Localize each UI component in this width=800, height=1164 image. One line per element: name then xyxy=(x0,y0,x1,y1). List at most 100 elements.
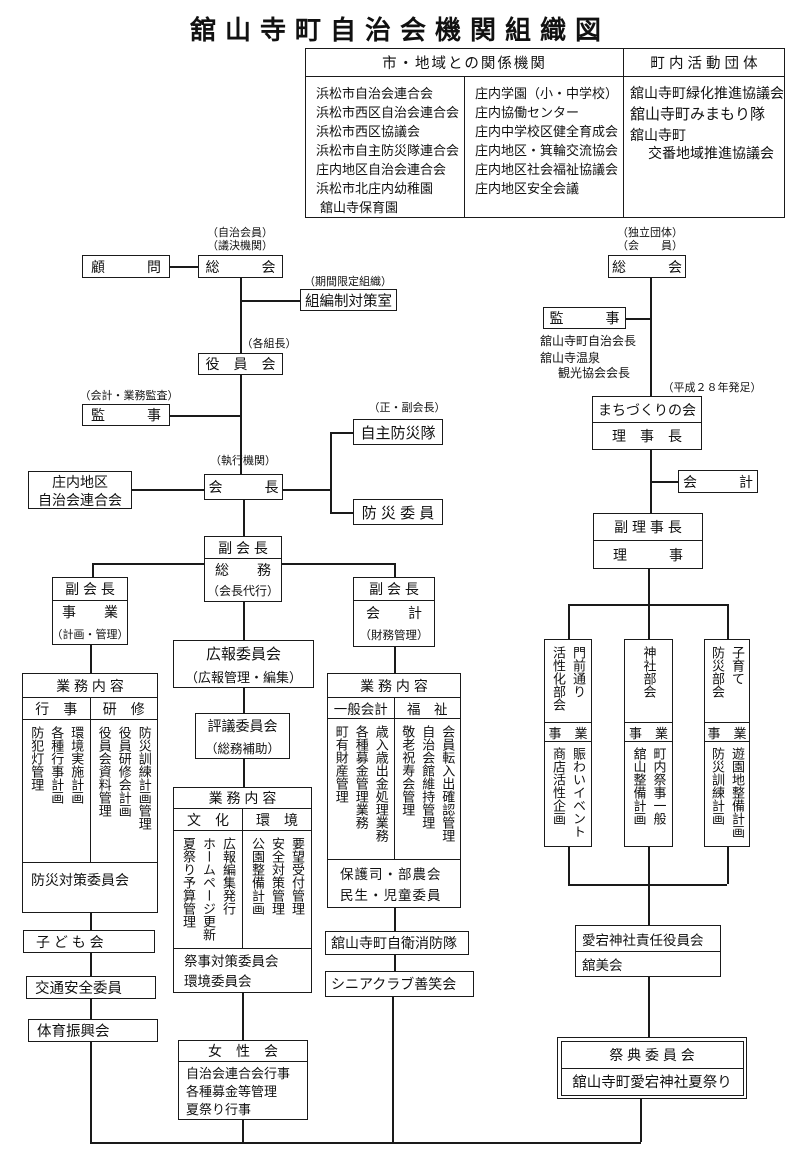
joseikai-header: 女 性 会 xyxy=(179,1041,307,1062)
col-header-gyoji: 行 事 xyxy=(23,698,91,719)
connector-line xyxy=(648,847,650,884)
connector-line xyxy=(242,1120,244,1142)
list-item: 庄内地区・箕輪交流協会 xyxy=(475,143,619,158)
bukai-header: 子育て 防災部会 xyxy=(705,640,749,723)
list-item: 交番地域推進協議会 xyxy=(648,145,774,161)
joseikai-items: 自治会連合会行事 各種募金等管理 夏祭り行事 xyxy=(186,1066,291,1117)
col-header-bunka: 文 化 xyxy=(174,809,243,830)
connector-line xyxy=(283,489,330,491)
connector-line xyxy=(648,569,650,604)
connector-line xyxy=(240,375,242,475)
col-header-fukushi: 福 祉 xyxy=(407,702,448,717)
gyomu-header: 業 務 内 容 xyxy=(23,674,157,698)
list-item: 庄内地区自治会連合会 xyxy=(316,162,447,177)
box-bukai-jinja: 神社部会 事 業 町内祭事一般 舘山整備計画 xyxy=(624,639,673,847)
relations-col3: 舘山寺町緑化推進協議会 舘山寺町みまもり隊 舘山寺町 交番地域推進協議会 xyxy=(624,77,784,217)
connector-line xyxy=(394,647,396,673)
list-item: 浜松市自主防災隊連合会 xyxy=(316,143,460,158)
box-fukukaicho-somu: 副 会 長 総 務 （会長代行） xyxy=(204,536,282,602)
connector-line xyxy=(392,997,394,1142)
list-item: 浜松市北庄内幼稚園 xyxy=(316,181,434,196)
box-fukukaicho-jigyo: 副 会 長 事 業 （計画・管理） xyxy=(52,577,129,645)
list-item: 庄内中学校区健全育成会 xyxy=(475,124,619,139)
list-item: 浜松市自治会連合会 xyxy=(316,86,434,101)
bosaitai-note: （正・副会長） xyxy=(368,402,446,414)
box-atago-yakuin: 愛宕神社責任役員会 舘美会 xyxy=(575,925,721,977)
relations-table-body: 浜松市自治会連合会 浜松市西区自治会連合会 浜松市西区協議会 浜松市自主防災隊連… xyxy=(306,77,784,217)
sokai-note: （自治会員） （議決機関） xyxy=(207,227,273,252)
box-machizukuri: まちづくりの会 理 事 長 xyxy=(592,396,702,450)
box-taiiku-shinkokai: 体育振興会 xyxy=(28,1019,158,1042)
connector-line xyxy=(650,278,652,397)
relations-table-header: 市・地域との関係機関 町 内 活 動 団 体 xyxy=(306,49,784,77)
page-title: 舘山寺町自治会機関組織図 xyxy=(189,15,610,45)
connector-line xyxy=(330,512,353,514)
saiten-body: 舘山寺町愛宕神社夏祭り xyxy=(572,1075,732,1091)
list-item: 舘山寺町緑化推進協議会 xyxy=(630,85,784,101)
list-item: 庄内地区安全会議 xyxy=(475,181,580,196)
box-shonai-rengokai: 庄内地区 自治会連合会 xyxy=(28,471,132,509)
bukai-header: 門前通り 活性化部会 xyxy=(545,640,591,723)
connector-line xyxy=(90,1042,92,1142)
kumihensei-note: （期間限定組織） xyxy=(304,276,392,288)
machizukuri-note: （平成２８年発足） xyxy=(662,382,762,394)
connector-line xyxy=(240,278,242,354)
relations-col2: 庄内学園（小・中学校） 庄内協働センター 庄内中学校区健全育成会 庄内地区・箕輪… xyxy=(465,77,624,217)
connector-line xyxy=(90,645,92,673)
box-gyomu-mid: 業 務 内 容 文 化 環 境 広報編集発行 ホームページ更新 夏祭り予算管理 … xyxy=(173,787,312,993)
jigyo-label: 事 業 xyxy=(545,723,591,742)
list-item: 浜松市西区自治会連合会 xyxy=(316,105,460,120)
gyoji-items: 環境実施計画 各種行事計画 防犯灯管理 xyxy=(23,720,91,862)
connector-line xyxy=(568,884,727,886)
header-town-groups: 町 内 活 動 団 体 xyxy=(650,56,758,72)
box-sokai: 総 会 xyxy=(198,255,283,278)
relations-col1: 浜松市自治会連合会 浜松市西区自治会連合会 浜松市西区協議会 浜松市自主防災隊連… xyxy=(306,77,465,217)
box-gyomu-right: 業 務 内 容 一般会計 福 祉 歳入歳出金処理業務 各種募金管理業務 町有財産… xyxy=(327,673,461,908)
connector-line xyxy=(568,847,570,884)
box-fukukaicho-kaikei: 副 会 長 会 計 （財務管理） xyxy=(353,577,435,647)
fukushi-items: 会員転入出確認管理 自治会館維持管理 敬老祝寿会管理 xyxy=(400,725,456,842)
connector-line xyxy=(170,415,240,417)
box-hyogi-iinkai: 評議委員会 （総務補助） xyxy=(195,713,290,759)
box-senior-club: シニアクラブ善笑会 xyxy=(325,971,474,997)
connector-line xyxy=(243,759,245,787)
box-gyomu-left: 業 務 内 容 行 事 研 修 環境実施計画 各種行事計画 防犯灯管理 防災訓練… xyxy=(22,673,158,913)
box-fukurijicho: 副 理 事 長 理 事 xyxy=(593,513,703,569)
box-kanji: 監 事 xyxy=(82,404,170,426)
col-header-ippankaikei: 一般会計 xyxy=(328,698,395,718)
box-kotsu-anzen: 交通安全委員 xyxy=(26,976,156,999)
connector-line xyxy=(648,884,650,925)
box-bosai-iin: 防 災 委 員 xyxy=(353,499,443,525)
connector-line xyxy=(394,955,396,971)
gyomu-header: 業 務 内 容 xyxy=(328,674,460,698)
box-bukai-monzen: 門前通り 活性化部会 事 業 賑わいイベント 商店活性企画 xyxy=(544,639,592,847)
relations-table: 市・地域との関係機関 町 内 活 動 団 体 浜松市自治会連合会 浜松市西区自治… xyxy=(305,48,785,218)
connector-line xyxy=(282,563,394,565)
yakuinkai-note: （各組長） xyxy=(241,338,297,350)
bunka-items: 広報編集発行 ホームページ更新 夏祭り予算管理 xyxy=(174,831,243,948)
bukai-header: 神社部会 xyxy=(625,640,672,723)
list-item: 舘山寺町みまもり隊 xyxy=(630,106,766,123)
kenshu-items: 防災訓練計画管理 役員研修会計画 役員会資料管理 xyxy=(96,726,152,830)
box-kodomokai: 子 ど も 会 xyxy=(23,930,155,953)
connector-line xyxy=(626,318,650,320)
connector-line xyxy=(240,300,300,302)
box-sokai-right: 総 会 xyxy=(608,255,686,278)
bukai-items: 賑わいイベント 商店活性企画 xyxy=(551,747,586,838)
list-item: 舘山寺町 xyxy=(630,127,686,143)
kaicho-note: （執行機関） xyxy=(210,455,276,467)
connector-line xyxy=(727,847,729,884)
connector-line xyxy=(92,563,94,577)
connector-line xyxy=(243,688,245,713)
list-item: 庄内協働センター xyxy=(475,105,580,120)
box-jiei-shobotai: 舘山寺町自衛消防隊 xyxy=(325,931,469,955)
col-header-kenshu: 研 修 xyxy=(102,700,145,717)
connector-line xyxy=(568,604,727,606)
list-item: 庄内学園（小・中学校） xyxy=(475,86,619,101)
connector-line xyxy=(640,1099,642,1142)
connector-line xyxy=(90,1142,641,1144)
list-item: 庄内地区社会福祉協議会 xyxy=(475,162,619,177)
box-kanji-right: 監 事 xyxy=(543,307,626,329)
jigyo-label: 事 業 xyxy=(705,723,749,742)
